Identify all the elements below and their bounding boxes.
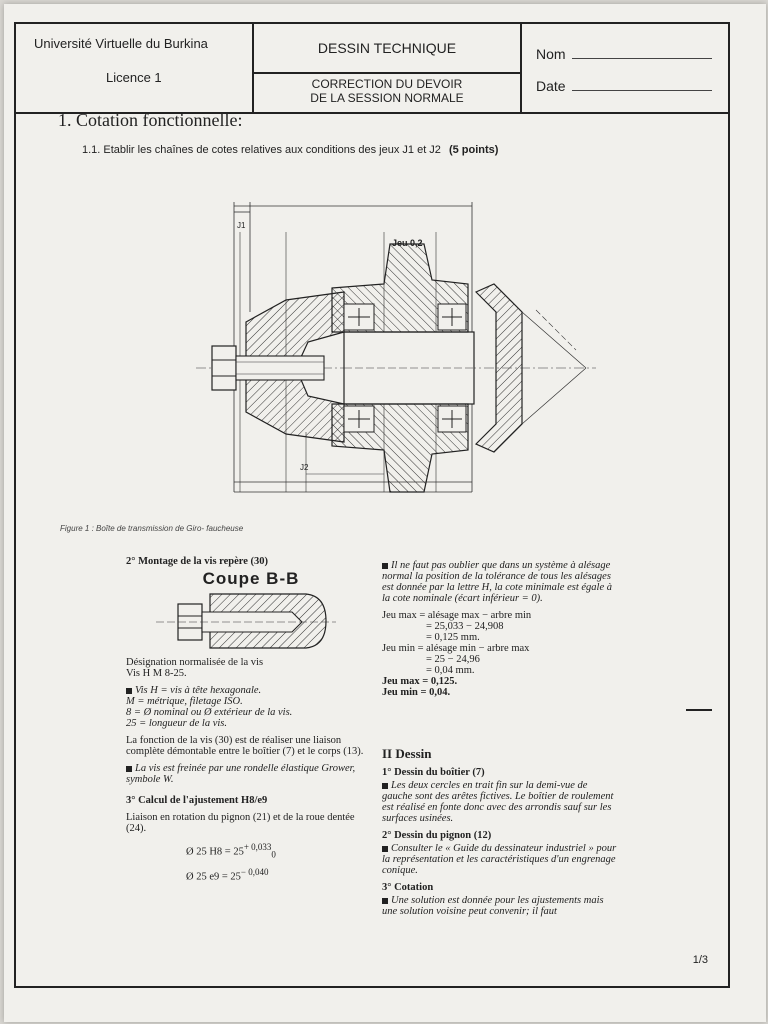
document-page: Université Virtuelle du Burkina Licence …	[4, 4, 766, 1022]
correction-line-2: DE LA SESSION NORMALE	[310, 91, 464, 105]
calc-heading: 3° Calcul de l'ajustement H8/e9	[126, 795, 268, 806]
correction-title: CORRECTION DU DEVOIR DE LA SESSION NORMA…	[254, 72, 520, 110]
gearbox-drawing: J1 J2 Jeu 0,2	[196, 202, 596, 493]
subtitle-text: 1.1. Etablir les chaînes de cotes relati…	[82, 144, 441, 156]
label-j1: J1	[237, 221, 246, 230]
label-j2: J2	[300, 463, 309, 472]
nom-field[interactable]: Nom	[536, 46, 712, 62]
page-frame: Université Virtuelle du Burkina Licence …	[14, 22, 730, 988]
level-label: Licence 1	[106, 70, 162, 85]
liaison-text: Liaison en rotation du pignon (21) et de…	[126, 812, 355, 834]
subject-cell: DESSIN TECHNIQUE CORRECTION DU DEVOIR DE…	[254, 24, 522, 112]
date-line	[571, 90, 712, 91]
points-label: (5 points)	[448, 144, 499, 156]
vis-25: 25 = longueur de la vis.	[126, 718, 227, 729]
fonction-text: La fonction de la vis (30) est de réalis…	[126, 735, 364, 757]
formula-h8-base: Ø 25 H8 = 25	[186, 846, 244, 858]
subject-title: DESSIN TECHNIQUE	[254, 24, 520, 74]
formula-e9-sup: − 0,040	[240, 866, 269, 877]
coupe-title: Coupe B-B	[202, 569, 300, 588]
jmax-line-2: = 25,033 − 24,908	[426, 621, 504, 632]
jeu-max-result: Jeu max = 0,125.	[382, 676, 458, 687]
d2-heading: 2° Dessin du pignon (12)	[382, 830, 492, 841]
section-title: 1. Cotation fonctionnelle:	[58, 110, 243, 130]
formula-h8-inf: 0	[271, 849, 276, 860]
formula-e9-base: Ø 25 e9 = 25	[186, 871, 241, 883]
nom-label: Nom	[536, 46, 566, 62]
figure-caption: Figure 1 : Boîte de transmission de Giro…	[60, 524, 244, 533]
title-block: Université Virtuelle du Burkina Licence …	[16, 24, 728, 114]
formula-e9: Ø 25 e9 = 25− 0,040	[126, 867, 376, 883]
formula-h8-sup: + 0,033	[243, 842, 272, 852]
vis-8: 8 = Ø nominal ou Ø extérieur de la vis.	[126, 707, 293, 718]
jeu-min-result: Jeu min = 0,04.	[382, 687, 451, 698]
section-subtitle: 1.1. Etablir les chaînes de cotes relati…	[82, 144, 498, 156]
margin-dash	[686, 709, 712, 711]
d1-text: Les deux cercles en trait fin sur la dem…	[382, 780, 614, 824]
vis-legend: Vis H = vis à tête hexagonale.M = métriq…	[126, 685, 376, 729]
formula-h8: Ø 25 H8 = 25+ 0,0330	[126, 842, 376, 861]
label-jeu: Jeu 0,2	[392, 238, 423, 248]
designation-text: Désignation normalisée de la vis	[126, 657, 264, 668]
bullet-square-icon	[382, 782, 388, 789]
bullet-square-icon	[382, 897, 388, 904]
freinee-text: La vis est freinée par une rondelle élas…	[126, 763, 356, 785]
designation-code: Vis H M 8-25.	[126, 668, 187, 679]
bullet-square-icon	[382, 562, 388, 569]
bullet-square-icon	[382, 845, 388, 852]
d1-heading: 1° Dessin du boîtier (7)	[382, 767, 485, 778]
date-label: Date	[536, 78, 566, 94]
bullet-square-icon	[126, 687, 132, 694]
d1-paragraph: Les deux cercles en trait fin sur la dem…	[382, 780, 618, 824]
bullet-square-icon	[126, 765, 132, 772]
d3-paragraph: Une solution est donnée pour les ajustem…	[382, 895, 618, 917]
d3-text: Une solution est donnée pour les ajustem…	[382, 895, 604, 917]
date-field[interactable]: Date	[536, 78, 712, 94]
montage-heading: 2° Montage de la vis repère (30)	[126, 556, 269, 567]
d3-heading: 3° Cotation	[382, 882, 434, 893]
correction-line-1: CORRECTION DU DEVOIR	[311, 77, 463, 91]
nom-line	[571, 58, 712, 59]
freinee-paragraph: La vis est freinée par une rondelle élas…	[126, 763, 376, 785]
intro-paragraph: Il ne faut pas oublier que dans un systè…	[382, 560, 618, 604]
jeu-max-calc: Jeu max = alésage max − arbre min = 25,0…	[382, 610, 618, 643]
page-number: 1/3	[692, 954, 708, 966]
jmin-line-3: = 0,04 mm.	[426, 665, 475, 676]
screw-section-drawing	[156, 593, 336, 649]
right-column: Il ne faut pas oublier que dans un systè…	[382, 560, 618, 923]
vis-h: Vis H = vis à tête hexagonale.	[135, 685, 262, 696]
university-name: Université Virtuelle du Burkina	[34, 36, 208, 51]
jmin-line-1: Jeu min = alésage min − arbre max	[382, 643, 530, 654]
dessin-heading: II Dessin	[382, 746, 432, 761]
institution-cell: Université Virtuelle du Burkina Licence …	[16, 24, 254, 112]
d2-text: Consulter le « Guide du dessinateur indu…	[382, 843, 617, 876]
student-cell: Nom Date	[522, 24, 728, 112]
vis-m: M = métrique, filetage ISO.	[126, 696, 243, 707]
intro-text: Il ne faut pas oublier que dans un systè…	[382, 560, 612, 604]
jmin-line-2: = 25 − 24,96	[426, 654, 480, 665]
jmax-line-1: Jeu max = alésage max − arbre min	[382, 610, 532, 621]
jeu-min-calc: Jeu min = alésage min − arbre max = 25 −…	[382, 643, 618, 676]
left-column: 2° Montage de la vis repère (30) Coupe B…	[126, 556, 376, 882]
d2-paragraph: Consulter le « Guide du dessinateur indu…	[382, 843, 618, 876]
jmax-line-3: = 0,125 mm.	[426, 632, 480, 643]
